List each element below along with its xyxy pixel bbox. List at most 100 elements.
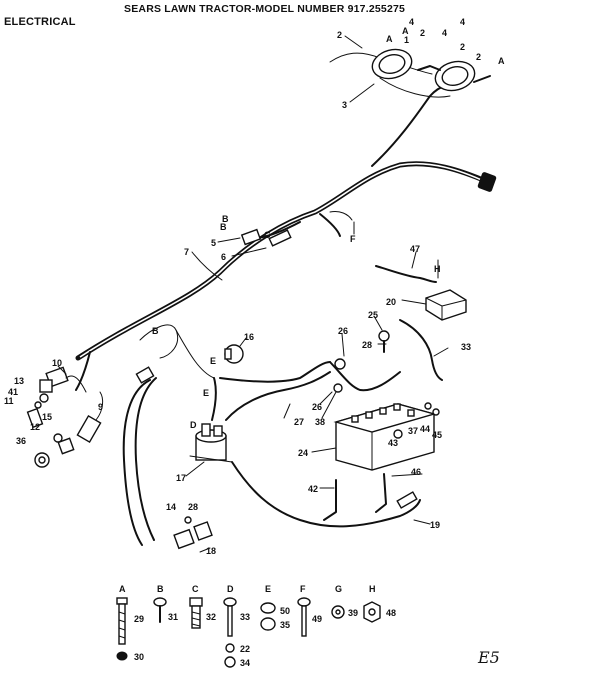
hardware-nut-34 bbox=[224, 656, 236, 668]
switch-12 bbox=[57, 437, 75, 455]
callout-43: 43 bbox=[388, 438, 398, 448]
callout-25: 25 bbox=[368, 310, 378, 320]
hw-num-50: 50 bbox=[280, 606, 290, 616]
callout-37: 37 bbox=[408, 426, 418, 436]
hw-num-49: 49 bbox=[312, 614, 322, 624]
hardware-washer-22 bbox=[225, 643, 235, 653]
hw-num-48: 48 bbox=[386, 608, 396, 618]
callout-2b: 2 bbox=[420, 28, 425, 38]
headlight-wire-b bbox=[379, 77, 451, 98]
callout-B2: B bbox=[220, 222, 227, 232]
hw-num-35: 35 bbox=[280, 620, 290, 630]
terminal-43 bbox=[393, 429, 403, 439]
page-title: SEARS LAWN TRACTOR-MODEL NUMBER 917.2552… bbox=[124, 3, 406, 15]
hw-letter-H: H bbox=[369, 584, 376, 594]
hardware-screw-D bbox=[223, 597, 237, 637]
callout-24: 24 bbox=[298, 448, 308, 458]
harness-end-plug bbox=[477, 172, 497, 192]
callout-19: 19 bbox=[430, 520, 440, 530]
callout-47: 47 bbox=[410, 244, 420, 254]
main-harness-inner bbox=[79, 162, 487, 358]
connector-5 bbox=[240, 228, 262, 246]
leader-lines bbox=[57, 35, 449, 553]
hw-letter-D: D bbox=[227, 584, 234, 594]
hw-letter-F: F bbox=[300, 584, 306, 594]
nut-44 bbox=[424, 402, 432, 410]
callout-44: 44 bbox=[420, 424, 430, 434]
hw-num-22: 22 bbox=[240, 644, 250, 654]
callout-6: 6 bbox=[221, 252, 226, 262]
switch-9-lead bbox=[95, 391, 104, 421]
cable-19 bbox=[231, 461, 421, 528]
hardware-washer-50 bbox=[260, 602, 276, 614]
callout-A3: A bbox=[498, 56, 505, 66]
callout-2c: 2 bbox=[460, 42, 465, 52]
hardware-bolt-C bbox=[189, 597, 203, 629]
callout-9: 9 bbox=[98, 402, 103, 412]
wire-e-to-27 bbox=[219, 361, 331, 383]
callout-42: 42 bbox=[308, 484, 318, 494]
switch-branch-2 bbox=[319, 213, 341, 237]
callout-15: 15 bbox=[42, 412, 52, 422]
callout-2d: 2 bbox=[476, 52, 481, 62]
hw-letter-E: E bbox=[265, 584, 271, 594]
wire-to-relay bbox=[211, 377, 217, 421]
wire-main-down-b bbox=[134, 377, 157, 541]
bolt-25 bbox=[378, 330, 390, 353]
callout-A1: A bbox=[402, 26, 409, 36]
callout-26b: 26 bbox=[312, 402, 322, 412]
callout-45: 45 bbox=[432, 430, 442, 440]
hardware-nut-H bbox=[363, 601, 381, 623]
hardware-washer-30 bbox=[116, 651, 128, 661]
callout-12: 12 bbox=[30, 422, 40, 432]
callout-16: 16 bbox=[244, 332, 254, 342]
callout-18: 18 bbox=[206, 546, 216, 556]
wire-loop-to-solenoid bbox=[175, 329, 215, 379]
nut-38 bbox=[333, 383, 343, 393]
callout-38: 38 bbox=[315, 417, 325, 427]
wire-47 bbox=[375, 265, 437, 283]
callout-26: 26 bbox=[338, 326, 348, 336]
solenoid-20 bbox=[425, 289, 467, 321]
hardware-pin-F bbox=[297, 597, 311, 637]
callout-2a: 2 bbox=[337, 30, 342, 40]
callout-4b: 4 bbox=[460, 17, 465, 27]
headlight-connector bbox=[473, 75, 491, 83]
callout-27: 27 bbox=[294, 417, 304, 427]
starter-solenoid-17 bbox=[189, 423, 233, 463]
hardware-screw-B bbox=[153, 597, 167, 623]
callout-28b: 28 bbox=[188, 502, 198, 512]
callout-33: 33 bbox=[461, 342, 471, 352]
callout-B3: B bbox=[152, 326, 159, 336]
callout-H1: H bbox=[434, 264, 441, 274]
washer-45 bbox=[432, 408, 440, 416]
washer-41 bbox=[34, 401, 42, 409]
harness-left-drop bbox=[75, 351, 91, 391]
callout-28: 28 bbox=[362, 340, 372, 350]
battery-24 bbox=[333, 403, 437, 471]
page-code: E5 bbox=[478, 648, 500, 667]
bulb-16 bbox=[224, 344, 244, 364]
wire-33 bbox=[399, 319, 443, 381]
callout-C1: C bbox=[264, 230, 271, 240]
ground-lead-f bbox=[329, 211, 353, 221]
hardware-lockwasher-G bbox=[331, 605, 345, 619]
screw-14 bbox=[184, 516, 192, 524]
callout-4a: 4 bbox=[409, 17, 414, 27]
callout-41: 41 bbox=[8, 387, 18, 397]
callout-5: 5 bbox=[211, 238, 216, 248]
rod-46 bbox=[375, 473, 387, 513]
callout-4c: 4 bbox=[442, 28, 447, 38]
hw-num-31: 31 bbox=[168, 612, 178, 622]
hw-num-32: 32 bbox=[206, 612, 216, 622]
switch-branch bbox=[257, 221, 301, 239]
cable-19-terminal bbox=[396, 491, 418, 509]
hw-num-33: 33 bbox=[240, 612, 250, 622]
fuse-holder-18 bbox=[173, 521, 213, 550]
hw-letter-A: A bbox=[119, 584, 126, 594]
switch-11 bbox=[26, 407, 44, 429]
callout-13: 13 bbox=[14, 376, 24, 386]
callout-10: 10 bbox=[52, 358, 62, 368]
callout-11: 11 bbox=[4, 396, 14, 406]
